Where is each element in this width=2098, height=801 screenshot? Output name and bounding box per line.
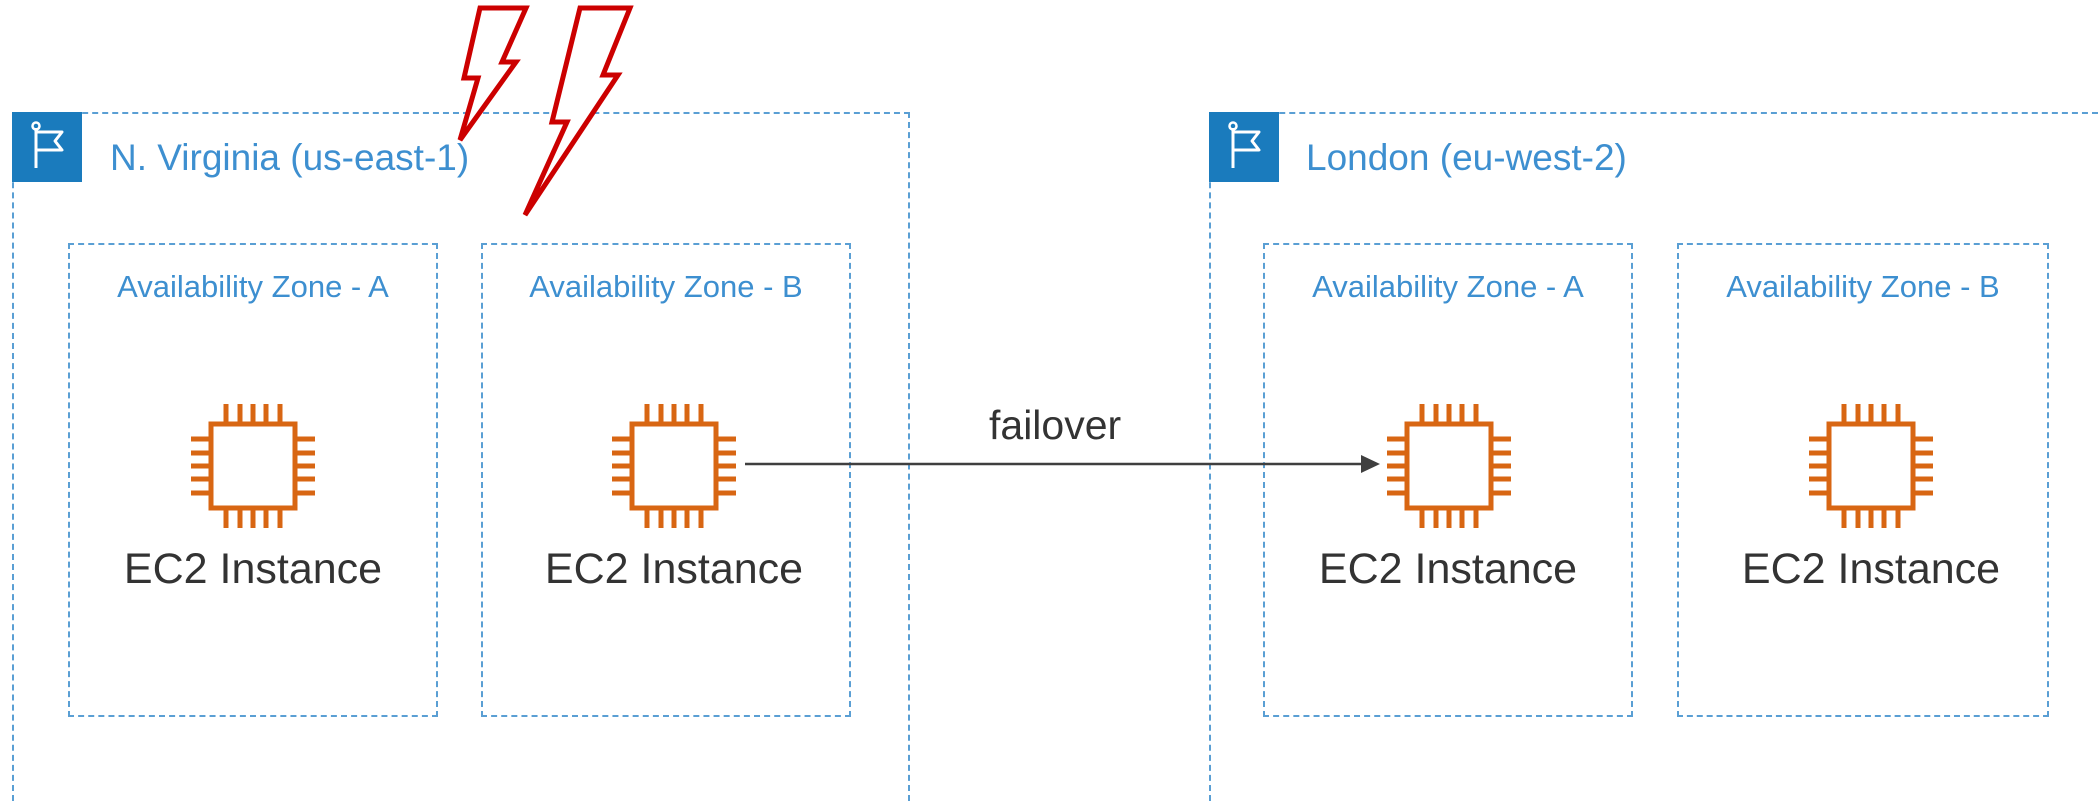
az-title: Availability Zone - A	[117, 269, 389, 304]
availability-zone-a: Availability Zone - A	[1263, 243, 1633, 717]
ec2-instance-label: EC2 Instance	[1318, 545, 1578, 593]
region-london	[1209, 112, 2098, 801]
ec2-instance-label: EC2 Instance	[1741, 545, 2001, 593]
availability-zone-a: Availability Zone - A	[68, 243, 438, 717]
region-n-virginia	[12, 112, 910, 801]
flag-icon	[31, 121, 64, 168]
region-title: London (eu-west-2)	[1306, 137, 1627, 178]
region-n-virginia-flag	[12, 112, 82, 182]
az-title: Availability Zone - A	[1312, 269, 1584, 304]
region-title: N. Virginia (us-east-1)	[110, 137, 470, 178]
ec2-chip-icon	[612, 404, 736, 528]
ec2-chip-icon	[1387, 404, 1511, 528]
ec2-chip-icon	[1809, 404, 1933, 528]
az-title: Availability Zone - B	[1726, 269, 2000, 304]
ec2-instance-label: EC2 Instance	[123, 545, 383, 593]
ec2-chip-icon	[191, 404, 315, 528]
lightning-bolt-icon	[522, 5, 634, 217]
availability-zone-b: Availability Zone - B	[481, 243, 851, 717]
flag-icon	[1228, 121, 1261, 168]
lightning-bolt-icon	[457, 5, 530, 142]
az-title: Availability Zone - B	[529, 269, 803, 304]
region-london-flag	[1209, 112, 1279, 182]
ec2-instance-label: EC2 Instance	[544, 545, 804, 593]
failover-label: failover	[989, 402, 1122, 448]
availability-zone-b: Availability Zone - B	[1677, 243, 2049, 717]
